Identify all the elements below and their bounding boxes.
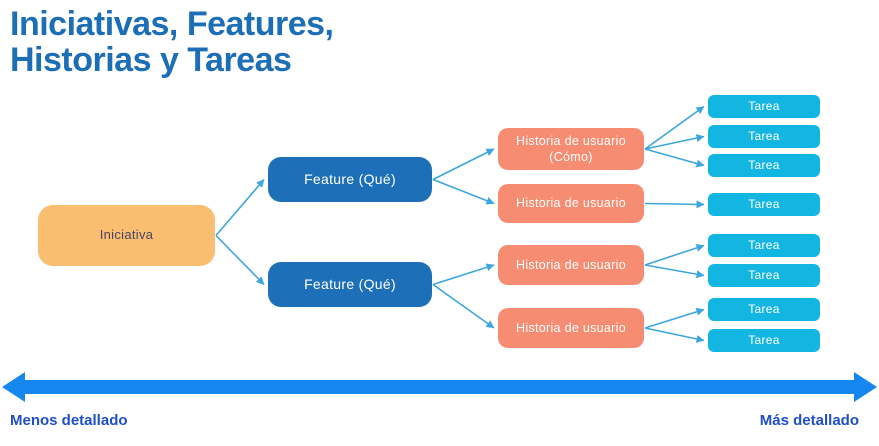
arrow-left-head-icon [2, 372, 25, 402]
node-feature-2: Feature (Qué) [268, 262, 432, 307]
node-tarea-7: Tarea [708, 298, 820, 321]
page-title-line1: Iniciativas, Features, [10, 5, 334, 43]
node-iniciativa: Iniciativa [38, 205, 215, 266]
node-historia-4: Historia de usuario [498, 308, 644, 348]
node-tarea-2: Tarea [708, 125, 820, 148]
arrow-right-head-icon [854, 372, 877, 402]
node-historia-1: Historia de usuario (Cómo) [498, 128, 644, 170]
node-feature-1: Feature (Qué) [268, 157, 432, 202]
page-title: Iniciativas, Features,Historias y Tareas [10, 6, 334, 78]
node-tarea-6: Tarea [708, 264, 820, 287]
node-tarea-5: Tarea [708, 234, 820, 257]
node-historia-3: Historia de usuario [498, 245, 644, 285]
node-tarea-4: Tarea [708, 193, 820, 216]
axis-labels: Menos detallado Más detallado [0, 402, 879, 429]
axis-label-more-detail: Más detallado [759, 412, 859, 429]
detail-axis: Menos detallado Más detallado [0, 372, 879, 429]
double-headed-arrow [2, 372, 877, 402]
node-tarea-8: Tarea [708, 329, 820, 352]
arrow-shaft [25, 380, 854, 394]
node-tarea-3: Tarea [708, 154, 820, 177]
node-historia-2: Historia de usuario [498, 184, 644, 223]
axis-label-less-detail: Menos detallado [10, 412, 128, 429]
node-tarea-1: Tarea [708, 95, 820, 118]
page-title-line2: Historias y Tareas [10, 41, 292, 80]
